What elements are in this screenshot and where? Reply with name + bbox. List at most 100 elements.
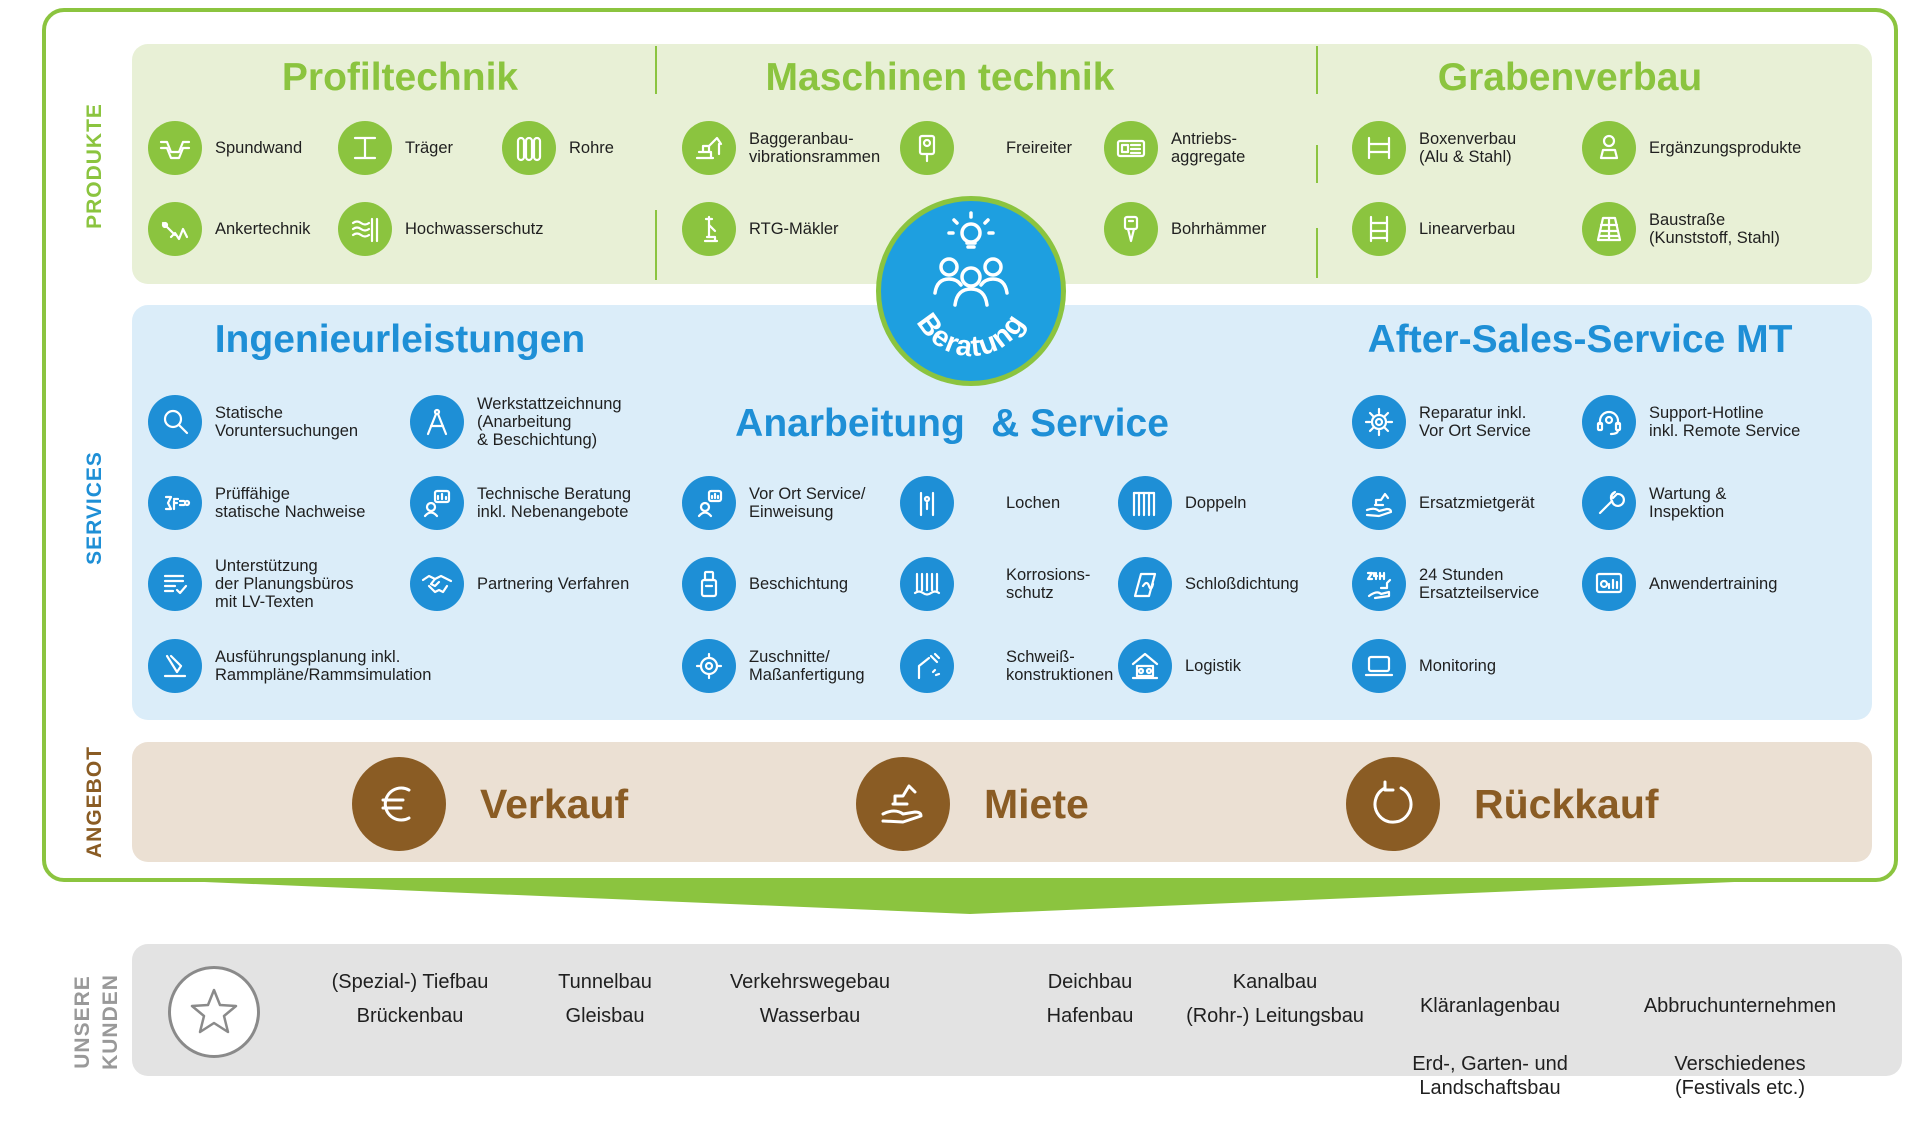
product-label: Spundwand — [215, 139, 303, 157]
service-beschichtung[interactable]: Beschichtung — [682, 556, 848, 612]
service-label: Beschichtung — [749, 575, 849, 593]
product-label: Linearverbau — [1419, 220, 1516, 238]
wrench-icon — [1582, 476, 1636, 530]
title-service: & Service — [991, 402, 1169, 445]
service-logistik[interactable]: Logistik — [1118, 638, 1241, 694]
linear-shoring-icon — [1352, 202, 1406, 256]
beratung-hub[interactable]: Beratung — [876, 196, 1066, 386]
product-ergaenzungsprodukte[interactable]: Ergänzungsprodukte — [1582, 120, 1801, 176]
service-label: Support-Hotline inkl. Remote Service — [1649, 404, 1801, 440]
product-baggeranbau[interactable]: Baggeranbau- vibrationsrammen — [682, 120, 880, 176]
cutting-icon — [682, 639, 736, 693]
service-vor-ort-service[interactable]: Vor Ort Service/ Einweisung — [682, 475, 865, 531]
box-shoring-icon — [1352, 121, 1406, 175]
kunden-entry: Kläranlagenbau — [1419, 995, 1561, 1017]
separator — [655, 46, 657, 94]
kunden-column: Verkehrswegebau Wasserbau — [700, 970, 920, 1038]
kunden-column: Tunnelbau Gleisbau — [530, 970, 680, 1038]
kunden-column: Kläranlagenbau Erd-, Garten- und Landsch… — [1390, 970, 1590, 1134]
seal-icon — [1118, 557, 1172, 611]
service-label: Korrosions- schutz — [1006, 566, 1091, 602]
product-label: Ergänzungsprodukte — [1649, 139, 1802, 157]
onsite-icon — [682, 476, 736, 530]
service-24-stunden[interactable]: 24 Stunden Ersatzteilservice — [1352, 556, 1539, 612]
service-doppeln[interactable]: Doppeln — [1118, 475, 1246, 531]
kunden-entry: Kanalbau — [1232, 971, 1318, 993]
service-ausfuehrungsplanung[interactable]: Ausführungsplanung inkl. Rammpläne/Ramms… — [148, 638, 431, 694]
advice-icon — [410, 476, 464, 530]
product-linearverbau[interactable]: Linearverbau — [1352, 201, 1515, 257]
product-ankertechnik[interactable]: Ankertechnik — [148, 201, 310, 257]
service-label: 24 Stunden Ersatzteilservice — [1419, 566, 1540, 602]
service-unterstuetzung-planungsbueros[interactable]: Unterstützung der Planungsbüros mit LV-T… — [148, 556, 354, 612]
product-rtg-maekler[interactable]: RTG-Mäkler — [682, 201, 839, 257]
product-boxenverbau[interactable]: Boxenverbau (Alu & Stahl) — [1352, 120, 1516, 176]
service-ersatzmietgeraet[interactable]: Ersatzmietgerät — [1352, 475, 1535, 531]
kunden-entry: (Rohr-) Leitungsbau — [1186, 1005, 1364, 1027]
service-korrosionsschutz[interactable]: Korrosions- schutz — [900, 556, 1090, 612]
handshake-icon — [410, 557, 464, 611]
label-produkte: PRODUKTE — [83, 103, 106, 229]
product-label: Ankertechnik — [215, 220, 311, 238]
separator — [1316, 145, 1318, 183]
service-reparatur[interactable]: Reparatur inkl. Vor Ort Service — [1352, 394, 1531, 450]
kunden-band — [132, 944, 1902, 1076]
product-bohrhaemmer[interactable]: Bohrhämmer — [1104, 201, 1266, 257]
service-schlossdichtung[interactable]: Schloßdichtung — [1118, 556, 1299, 612]
angebot-miete[interactable]: Miete — [856, 757, 1089, 851]
product-baustrasse[interactable]: Baustraße (Kunststoff, Stahl) — [1582, 201, 1780, 257]
product-antriebsaggregate[interactable]: Antriebs- aggregate — [1104, 120, 1245, 176]
angebot-verkauf[interactable]: Verkauf — [352, 757, 628, 851]
product-freireiter[interactable]: Freireiter — [900, 120, 1072, 176]
service-technische-beratung[interactable]: Technische Beratung inkl. Nebenangebote — [410, 475, 631, 531]
rent-icon — [856, 757, 950, 851]
product-label: Hochwasserschutz — [405, 220, 544, 238]
pipes-icon — [502, 121, 556, 175]
service-lochen[interactable]: Lochen — [900, 475, 1060, 531]
separator — [1316, 46, 1318, 94]
service-anwendertraining[interactable]: Anwendertraining — [1582, 556, 1777, 612]
service-partnering-verfahren[interactable]: Partnering Verfahren — [410, 556, 629, 612]
label-unsere-kunden: UNSERE KUNDEN — [69, 927, 125, 1117]
product-traeger[interactable]: Träger — [338, 120, 453, 176]
sheet-pile-icon — [148, 121, 202, 175]
buyback-icon — [1346, 757, 1440, 851]
welding-icon — [900, 639, 954, 693]
svg-text:Beratung: Beratung — [910, 308, 1031, 364]
product-hochwasserschutz[interactable]: Hochwasserschutz — [338, 201, 543, 257]
label-services: SERVICES — [83, 451, 106, 565]
service-statische-voruntersuchungen[interactable]: Statische Voruntersuchungen — [148, 394, 358, 450]
service-label: Wartung & Inspektion — [1649, 485, 1727, 521]
corrosion-icon — [900, 557, 954, 611]
service-werkstattzeichnung[interactable]: Werkstattzeichnung (Anarbeitung & Beschi… — [410, 394, 622, 450]
service-label: Technische Beratung inkl. Nebenangebote — [477, 485, 632, 521]
label-kunden-line1: UNSERE — [71, 975, 94, 1069]
logistics-icon — [1118, 639, 1172, 693]
service-pruffaehige-nachweise[interactable]: Prüffähige statische Nachweise — [148, 475, 365, 531]
kunden-entry: Verkehrswegebau — [729, 971, 891, 993]
label-angebot: ANGEBOT — [83, 746, 106, 858]
magnifier-icon — [148, 395, 202, 449]
angebot-rueckkauf[interactable]: Rückkauf — [1346, 757, 1659, 851]
service-zuschnitte[interactable]: Zuschnitte/ Maßanfertigung — [682, 638, 865, 694]
title-grabenverbau: Grabenverbau — [1437, 56, 1703, 99]
kunden-entry: Brückenbau — [356, 1005, 464, 1027]
kunden-entry: Gleisbau — [565, 1005, 645, 1027]
rig-icon — [682, 202, 736, 256]
people-idea-icon: Beratung — [910, 211, 1031, 364]
beratung-label: Beratung — [910, 308, 1030, 364]
anchor-icon — [148, 202, 202, 256]
funnel-arrow — [110, 878, 1830, 914]
kunden-entry: Hafenbau — [1046, 1005, 1134, 1027]
service-support-hotline[interactable]: Support-Hotline inkl. Remote Service — [1582, 394, 1800, 450]
service-monitoring[interactable]: Monitoring — [1352, 638, 1496, 694]
kunden-entry: Verschiedenes (Festivals etc.) — [1674, 1053, 1806, 1099]
product-label: Freireiter — [1006, 139, 1073, 157]
kunden-column: Kanalbau (Rohr-) Leitungsbau — [1170, 970, 1380, 1038]
service-wartung-inspektion[interactable]: Wartung & Inspektion — [1582, 475, 1726, 531]
product-rohre[interactable]: Rohre — [502, 120, 614, 176]
service-schweisskonstruktionen[interactable]: Schweiß- konstruktionen — [900, 638, 1113, 694]
coating-icon — [682, 557, 736, 611]
double-pile-icon — [1118, 476, 1172, 530]
product-spundwand[interactable]: Spundwand — [148, 120, 302, 176]
